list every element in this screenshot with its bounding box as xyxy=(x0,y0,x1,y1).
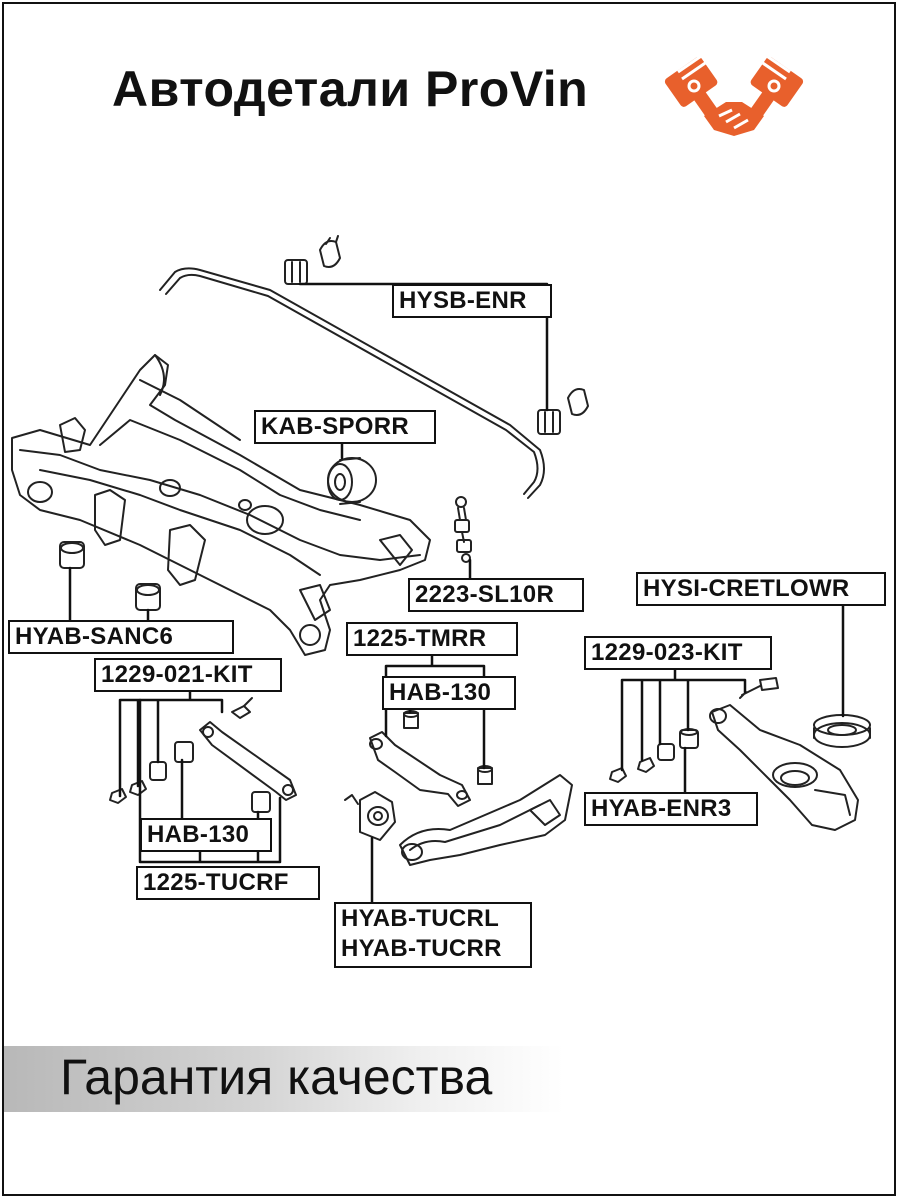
label-1229-023-kit: 1229-023-KIT xyxy=(584,636,772,670)
sanc6-bushings xyxy=(59,541,161,611)
label-hyab-enr3: HYAB-ENR3 xyxy=(584,792,758,826)
kab-sporr-bushing xyxy=(327,457,377,505)
label-kab-sporr: KAB-SPORR xyxy=(254,410,436,444)
spring-insulator xyxy=(813,714,871,748)
leader-lines xyxy=(68,282,845,907)
label-1229-021-kit: 1229-021-KIT xyxy=(94,658,282,692)
label-1225-tucrf: 1225-TUCRF xyxy=(136,866,320,900)
rear-subframe xyxy=(11,354,431,656)
label-2223-sl10r: 2223-SL10R xyxy=(408,578,584,612)
stabilizer-bar xyxy=(159,267,545,499)
label-hysi-cretlowr: HYSI-CRETLOWR xyxy=(636,572,886,606)
label-1225-tmrr: 1225-TMRR xyxy=(346,622,518,656)
stab-bushing-right xyxy=(537,388,589,435)
label-hyab-tucrr: HYAB-TUCRR xyxy=(341,935,502,962)
label-hab-130-mid: HAB-130 xyxy=(382,676,516,710)
tmrr-arm xyxy=(369,710,493,807)
stabilizer-link xyxy=(454,496,472,563)
label-hyab-tucrl: HYAB-TUCRL xyxy=(341,905,500,932)
label-hyab-tucrl-tucrr: HYAB-TUCRL HYAB-TUCRR xyxy=(334,902,532,968)
label-hysb-enr: HYSB-ENR xyxy=(392,284,552,318)
tucr-lower-arm xyxy=(344,774,573,866)
label-hyab-sanc6: HYAB-SANC6 xyxy=(8,620,234,654)
pistons-handshake-logo xyxy=(664,48,804,136)
footer-band xyxy=(4,1046,564,1112)
enr3-lower-arm xyxy=(609,677,859,831)
label-hab-130-left: HAB-130 xyxy=(140,818,272,852)
stab-bushing-top xyxy=(284,235,341,285)
brand-title: Автодетали ProVin xyxy=(112,61,589,117)
quality-guarantee-text: Гарантия качества xyxy=(60,1049,493,1105)
